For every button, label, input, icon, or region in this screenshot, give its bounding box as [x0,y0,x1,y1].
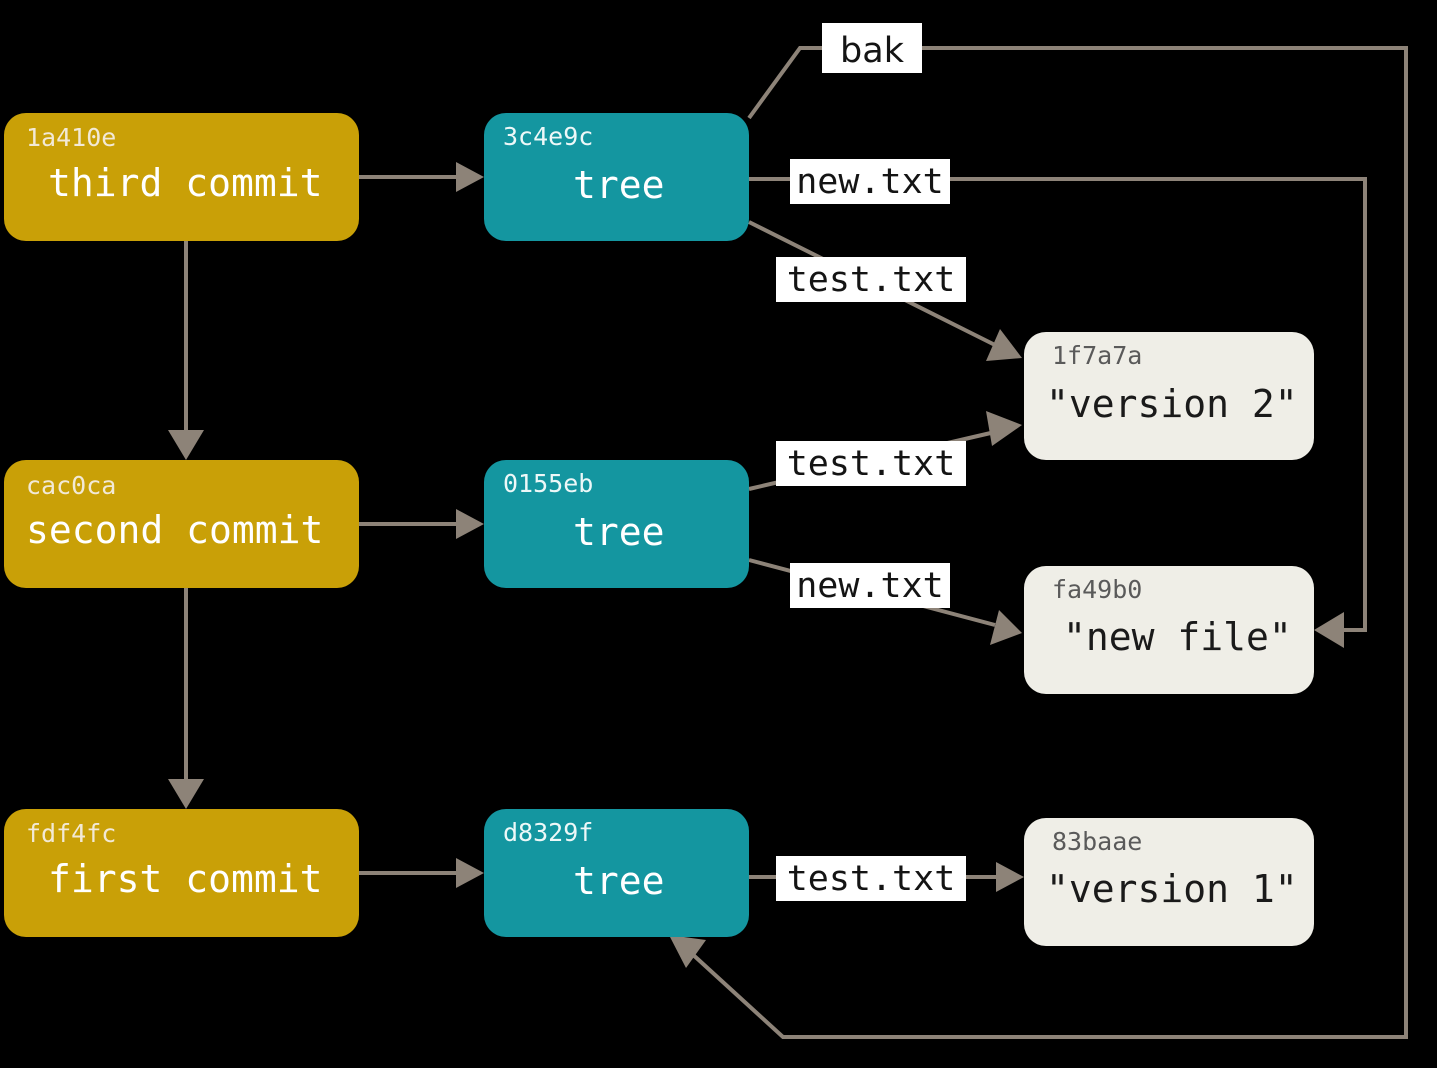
edge-label-text: test.txt [787,260,956,300]
edge-label-text: new.txt [796,162,944,202]
edge-second-to-tree [359,509,484,539]
edge-tree3c4e9c-bak [669,46,1408,1039]
tree-hash: 0155eb [503,469,593,498]
edge-label-new-txt-top: new.txt [790,159,950,204]
tree-node-3c4e9c[interactable]: 3c4e9c tree [484,113,749,241]
tree-node-body [484,460,749,588]
blob-node-1f7a7a[interactable]: 1f7a7a "version 2" [1024,332,1314,460]
blob-hash: 1f7a7a [1052,341,1142,370]
tree-label: tree [573,163,665,207]
tree-label: tree [573,510,665,554]
edge-first-to-tree [359,858,484,888]
commit-node-body [4,809,359,937]
edge-label-text: bak [840,31,905,71]
tree-node-0155eb[interactable]: 0155eb tree [484,460,749,588]
commit-node-body [4,460,359,588]
tree-hash: d8329f [503,818,593,847]
blob-hash: fa49b0 [1052,575,1142,604]
blob-node-fa49b0[interactable]: fa49b0 "new file" [1024,566,1314,694]
commit-node-body [4,113,359,241]
commit-node-1a410e[interactable]: 1a410e third commit [4,113,359,241]
commit-label: second commit [26,508,323,552]
edge-second-to-first [168,588,204,809]
edge-label-test-txt-bot: test.txt [776,856,966,901]
blob-node-body [1024,332,1314,460]
commit-node-cac0ca[interactable]: cac0ca second commit [4,460,359,588]
commit-label: third commit [48,161,323,205]
blob-label: "version 1" [1046,867,1298,911]
tree-node-body [484,809,749,937]
tree-hash: 3c4e9c [503,122,593,151]
edge-tree3c4e9c-newtxt [749,177,1367,648]
edge-label-test-txt-top: test.txt [776,257,966,302]
tree-label: tree [573,859,665,903]
edge-label-test-txt-mid: test.txt [776,441,966,486]
edge-label-text: new.txt [796,566,944,606]
commit-label: first commit [48,857,323,901]
blob-node-83baae[interactable]: 83baae "version 1" [1024,818,1314,946]
blob-node-body [1024,566,1314,694]
commit-node-fdf4fc[interactable]: fdf4fc first commit [4,809,359,937]
edge-third-to-tree [359,162,484,192]
commit-hash: 1a410e [26,123,116,152]
edge-label-text: test.txt [787,444,956,484]
commit-hash: cac0ca [26,471,116,500]
edge-label-bak: bak [822,23,922,73]
tree-node-body [484,113,749,241]
edge-label-new-txt-mid: new.txt [790,563,950,608]
blob-label: "new file" [1063,615,1292,659]
edge-third-to-second [168,241,204,460]
edge-label-text: test.txt [787,859,956,899]
blob-node-body [1024,818,1314,946]
blob-label: "version 2" [1046,382,1298,426]
blob-hash: 83baae [1052,827,1142,856]
tree-node-d8329f[interactable]: d8329f tree [484,809,749,937]
edge-label-layer: bak new.txt test.txt test.txt new.txt te [776,23,966,901]
commit-hash: fdf4fc [26,819,116,848]
